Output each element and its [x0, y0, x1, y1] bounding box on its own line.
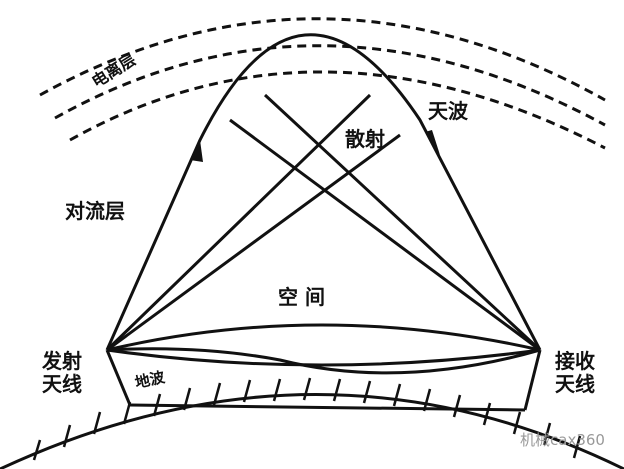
transmit-antenna-label: 发射 天线: [42, 349, 82, 396]
watermark: 机械cax360: [520, 431, 605, 449]
ground-wave-path: [129, 403, 526, 412]
ionosphere-layers: [39, 17, 606, 150]
transmit-antenna: [105, 349, 132, 406]
scatter-label: 散射: [345, 127, 385, 151]
sky-wave-label: 天波: [428, 99, 468, 123]
receive-antenna-label: 接收 天线: [555, 349, 595, 396]
space-label: 空 间: [278, 285, 325, 309]
arrow-down-icon: [425, 130, 440, 155]
scatter-paths: [105, 93, 542, 352]
arrow-up-icon: [190, 140, 203, 162]
sky-wave-path: [105, 33, 542, 351]
earth-surface: [0, 393, 624, 469]
receive-antenna: [523, 349, 542, 411]
space-wave-paths: [106, 323, 541, 375]
troposphere-label: 对流层: [65, 199, 125, 223]
